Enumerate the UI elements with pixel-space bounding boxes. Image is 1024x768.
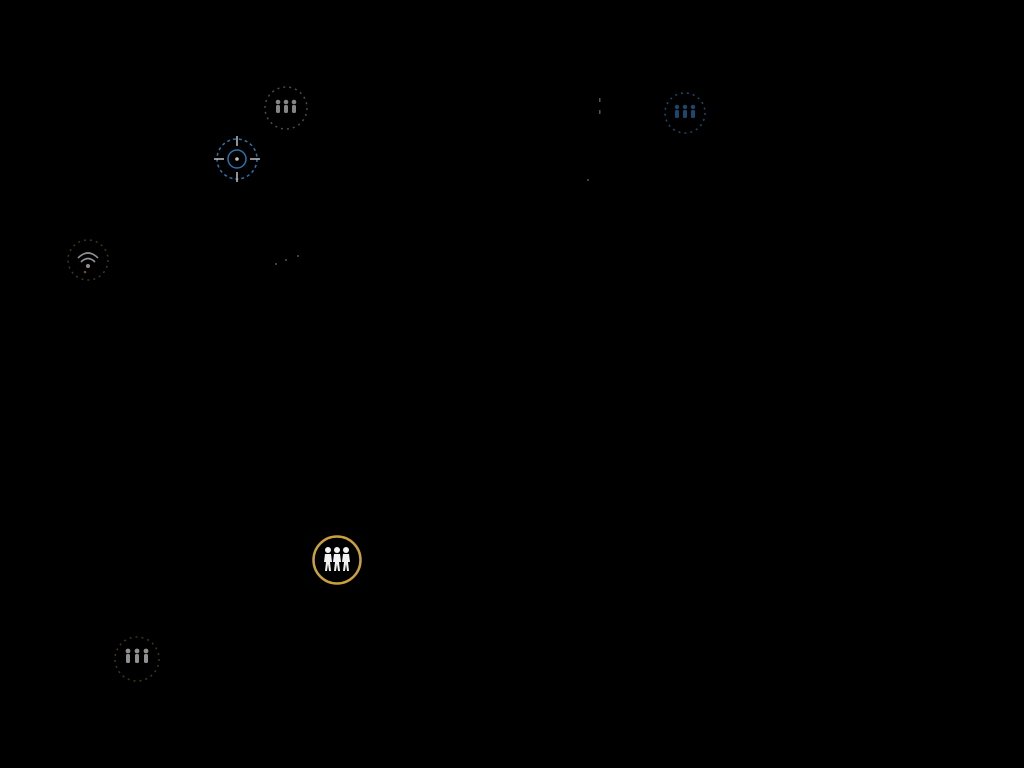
group-of-people-icon	[664, 92, 706, 134]
map-speck	[585, 177, 591, 183]
group-of-people-icon	[264, 86, 308, 130]
group-of-people-icon	[312, 535, 362, 585]
wifi-signal-icon	[67, 239, 109, 281]
target-marker[interactable]	[212, 134, 262, 184]
crosshair-icon	[214, 136, 260, 182]
signal-marker[interactable]	[64, 236, 112, 284]
squad-marker-east[interactable]	[662, 90, 708, 136]
squad-marker-southwest[interactable]	[112, 634, 162, 684]
map-speck	[272, 252, 302, 268]
squad-marker-selected[interactable]	[311, 534, 363, 586]
squad-marker-north[interactable]	[262, 84, 310, 132]
map-speck	[594, 96, 606, 118]
group-of-people-icon	[114, 636, 160, 682]
